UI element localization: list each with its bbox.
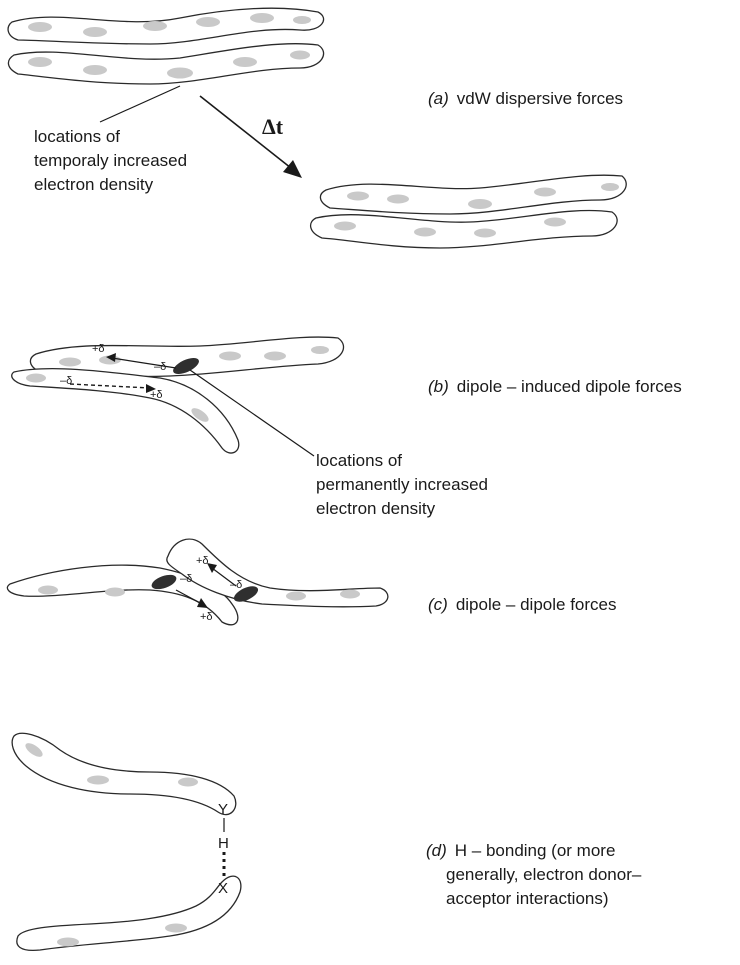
charge-b-pos-2: +δ <box>150 389 163 401</box>
molecule-a1 <box>8 8 324 44</box>
charge-b-pos-1: +δ <box>92 343 105 355</box>
molecule-d2 <box>17 876 241 950</box>
callout-line-a <box>100 86 180 122</box>
time-delta-label: Δt <box>262 114 284 139</box>
panel-b-letter: (b) <box>428 377 449 396</box>
panel-c: –δ +δ +δ –δ (c) dipole – dipole forces <box>7 539 616 625</box>
callout-text-b-2: permanently increased <box>316 475 488 494</box>
time-arrowhead <box>283 160 302 178</box>
atom-h: H <box>218 835 229 852</box>
molecule-a2 <box>8 44 323 84</box>
panel-d-caption-line-3: acceptor interactions) <box>446 889 609 908</box>
molecule-a4 <box>311 211 618 248</box>
panel-b: +δ –δ –δ +δ locations of permanently inc… <box>12 337 682 518</box>
charge-c-neg-2: –δ <box>230 579 242 591</box>
molecule-d1 <box>12 733 236 814</box>
charge-c-neg-1: –δ <box>180 573 192 585</box>
panel-d-caption-line-2: generally, electron donor– <box>446 865 642 884</box>
callout-text-a-1: locations of <box>34 127 120 146</box>
panel-c-caption: (c) dipole – dipole forces <box>428 595 617 614</box>
panel-a-caption: (a) vdW dispersive forces <box>428 89 623 108</box>
charge-b-neg-2: –δ <box>60 375 72 387</box>
panel-b-caption-text: dipole – induced dipole forces <box>457 377 682 396</box>
molecule-b2 <box>12 369 239 453</box>
panel-c-caption-text: dipole – dipole forces <box>456 595 617 614</box>
panel-d: Y H X (d) H – bonding (or more generally,… <box>12 733 642 950</box>
panel-d-caption-line-1: (d) H – bonding (or more <box>426 841 615 860</box>
callout-text-a-2: temporaly increased <box>34 151 187 170</box>
atom-y: Y <box>218 801 228 818</box>
panel-d-letter: (d) <box>426 841 447 860</box>
panel-d-caption-text-1: H – bonding (or more <box>455 841 616 860</box>
callout-text-b-1: locations of <box>316 451 402 470</box>
panel-b-caption: (b) dipole – induced dipole forces <box>428 377 682 396</box>
callout-text-a-3: electron density <box>34 175 154 194</box>
molecule-a3 <box>320 175 626 214</box>
callout-text-b-3: electron density <box>316 499 436 518</box>
atom-x: X <box>218 880 228 897</box>
panel-a-caption-text: vdW dispersive forces <box>457 89 623 108</box>
charge-c-pos-2: +δ <box>196 555 209 567</box>
panel-c-letter: (c) <box>428 595 448 614</box>
charge-b-neg-1: –δ <box>154 361 166 373</box>
charge-c-pos-1: +δ <box>200 611 213 623</box>
panel-a-letter: (a) <box>428 89 449 108</box>
panel-a: locations of temporaly increased electro… <box>8 8 626 248</box>
